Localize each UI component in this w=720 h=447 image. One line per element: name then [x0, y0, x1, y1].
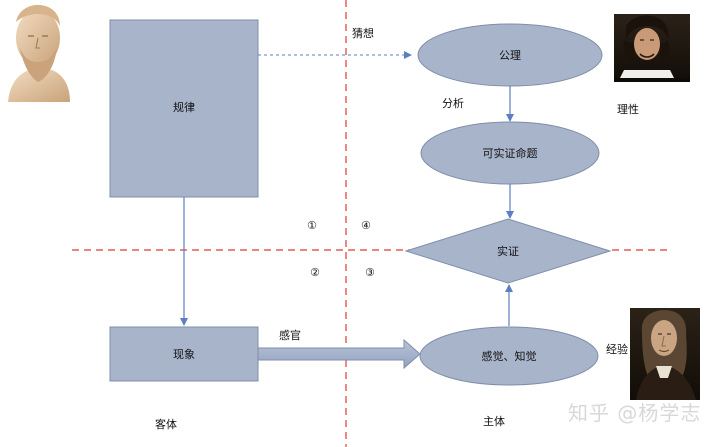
phenomenon-node [109, 326, 259, 382]
reason-label: 理性 [617, 102, 639, 116]
bust-portrait-icon [8, 4, 70, 102]
quadrant-1-label: ① [307, 219, 317, 232]
experience-label: 经验 [606, 342, 628, 356]
locke-portrait-icon [630, 308, 700, 400]
guess-label: 猜想 [352, 26, 374, 40]
subject-label: 主体 [483, 414, 505, 428]
perception-node [419, 326, 599, 386]
verifiable-proposition-label: 可实证命题 [483, 146, 538, 160]
analysis-label: 分析 [442, 96, 464, 110]
law-label: 规律 [173, 100, 195, 114]
quadrant-3-label: ③ [365, 266, 375, 279]
descartes-portrait-icon [614, 14, 690, 82]
senses-label: 感官 [279, 328, 301, 342]
object-label: 客体 [155, 417, 177, 431]
senses-arrow [257, 338, 421, 370]
verification-node [404, 218, 612, 284]
quadrant-4-label: ④ [361, 219, 371, 232]
phenomenon-label: 现象 [173, 348, 195, 361]
axiom-label: 公理 [499, 49, 521, 62]
watermark: 知乎 @杨学志 [568, 401, 701, 425]
quadrant-2-label: ② [310, 266, 320, 279]
law-node [109, 19, 259, 198]
perception-label: 感觉、知觉 [482, 349, 537, 363]
verification-label: 实证 [497, 244, 519, 258]
